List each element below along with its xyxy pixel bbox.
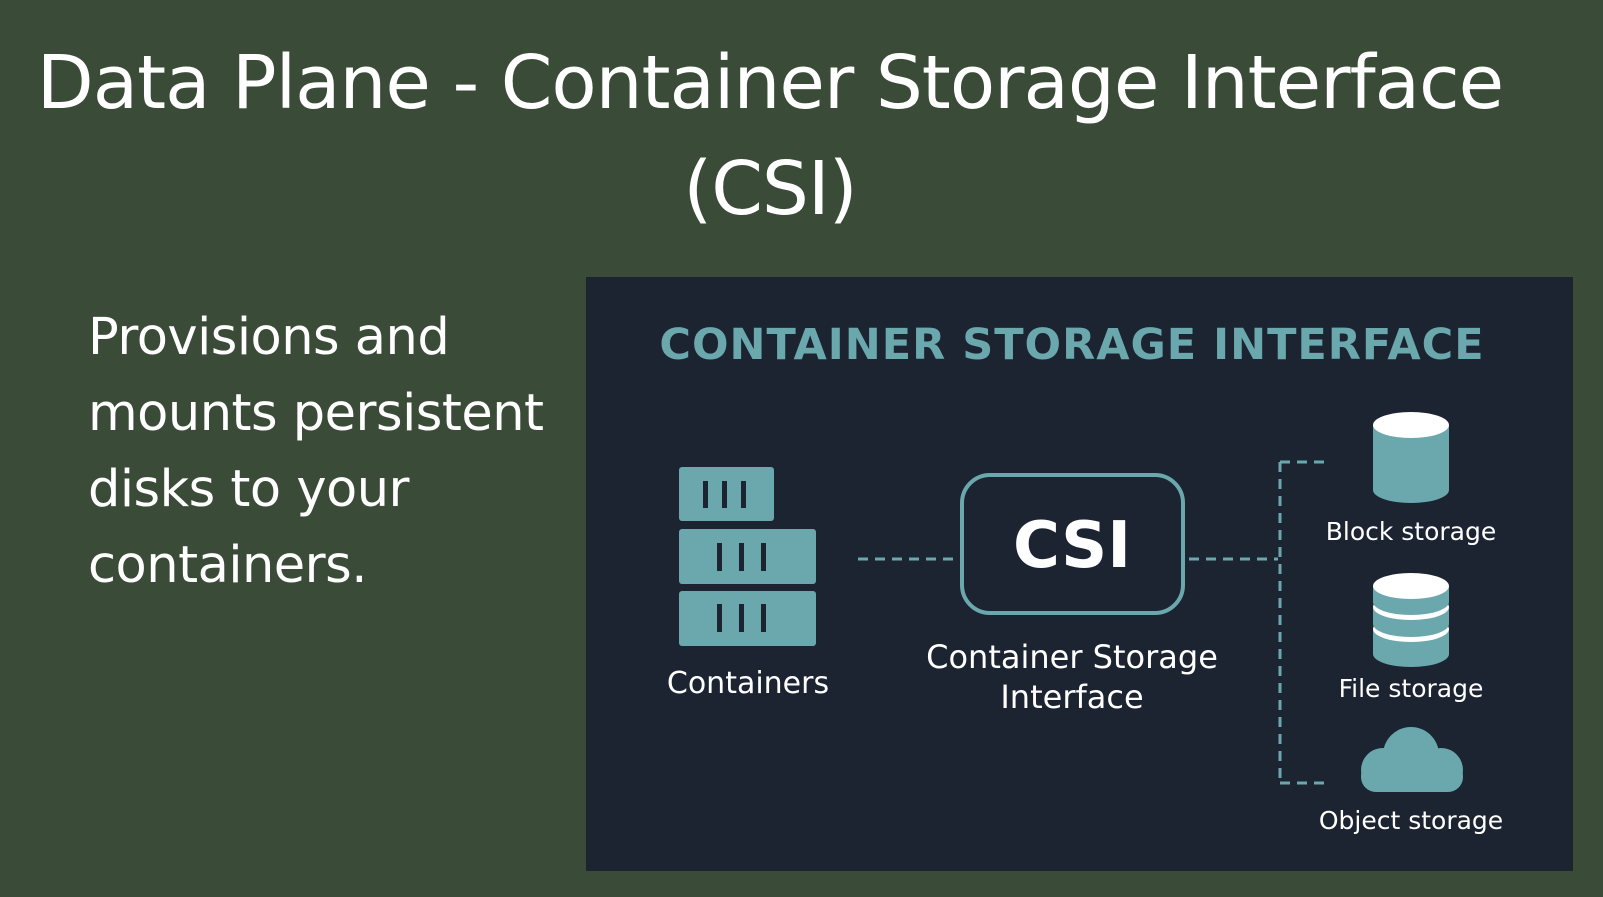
csi-badge-text: CSI [1013,509,1131,583]
block-storage-label: Block storage [1326,517,1497,546]
server-stack-icon [679,467,816,646]
diagram-heading: CONTAINER STORAGE INTERFACE [659,320,1484,370]
stacked-disks-icon [1373,573,1449,667]
containers-label: Containers [667,666,829,701]
slide-title: Data Plane - Container Storage Interface… [36,40,1504,232]
csi-label-line2: Interface [1000,678,1143,716]
csi-diagram: CONTAINER STORAGE INTERFACE Containers [586,277,1573,871]
body-text: Provisions and mounts persistent disks t… [88,308,544,595]
object-storage-label: Object storage [1319,806,1503,835]
file-storage-label: File storage [1339,674,1484,703]
csi-box [960,473,1185,615]
csi-label-line1: Container Storage [926,638,1218,676]
cloud-icon [1361,727,1463,792]
csi-diagram-svg: CONTAINER STORAGE INTERFACE Containers [659,320,1503,835]
cylinder-icon [1373,412,1449,503]
